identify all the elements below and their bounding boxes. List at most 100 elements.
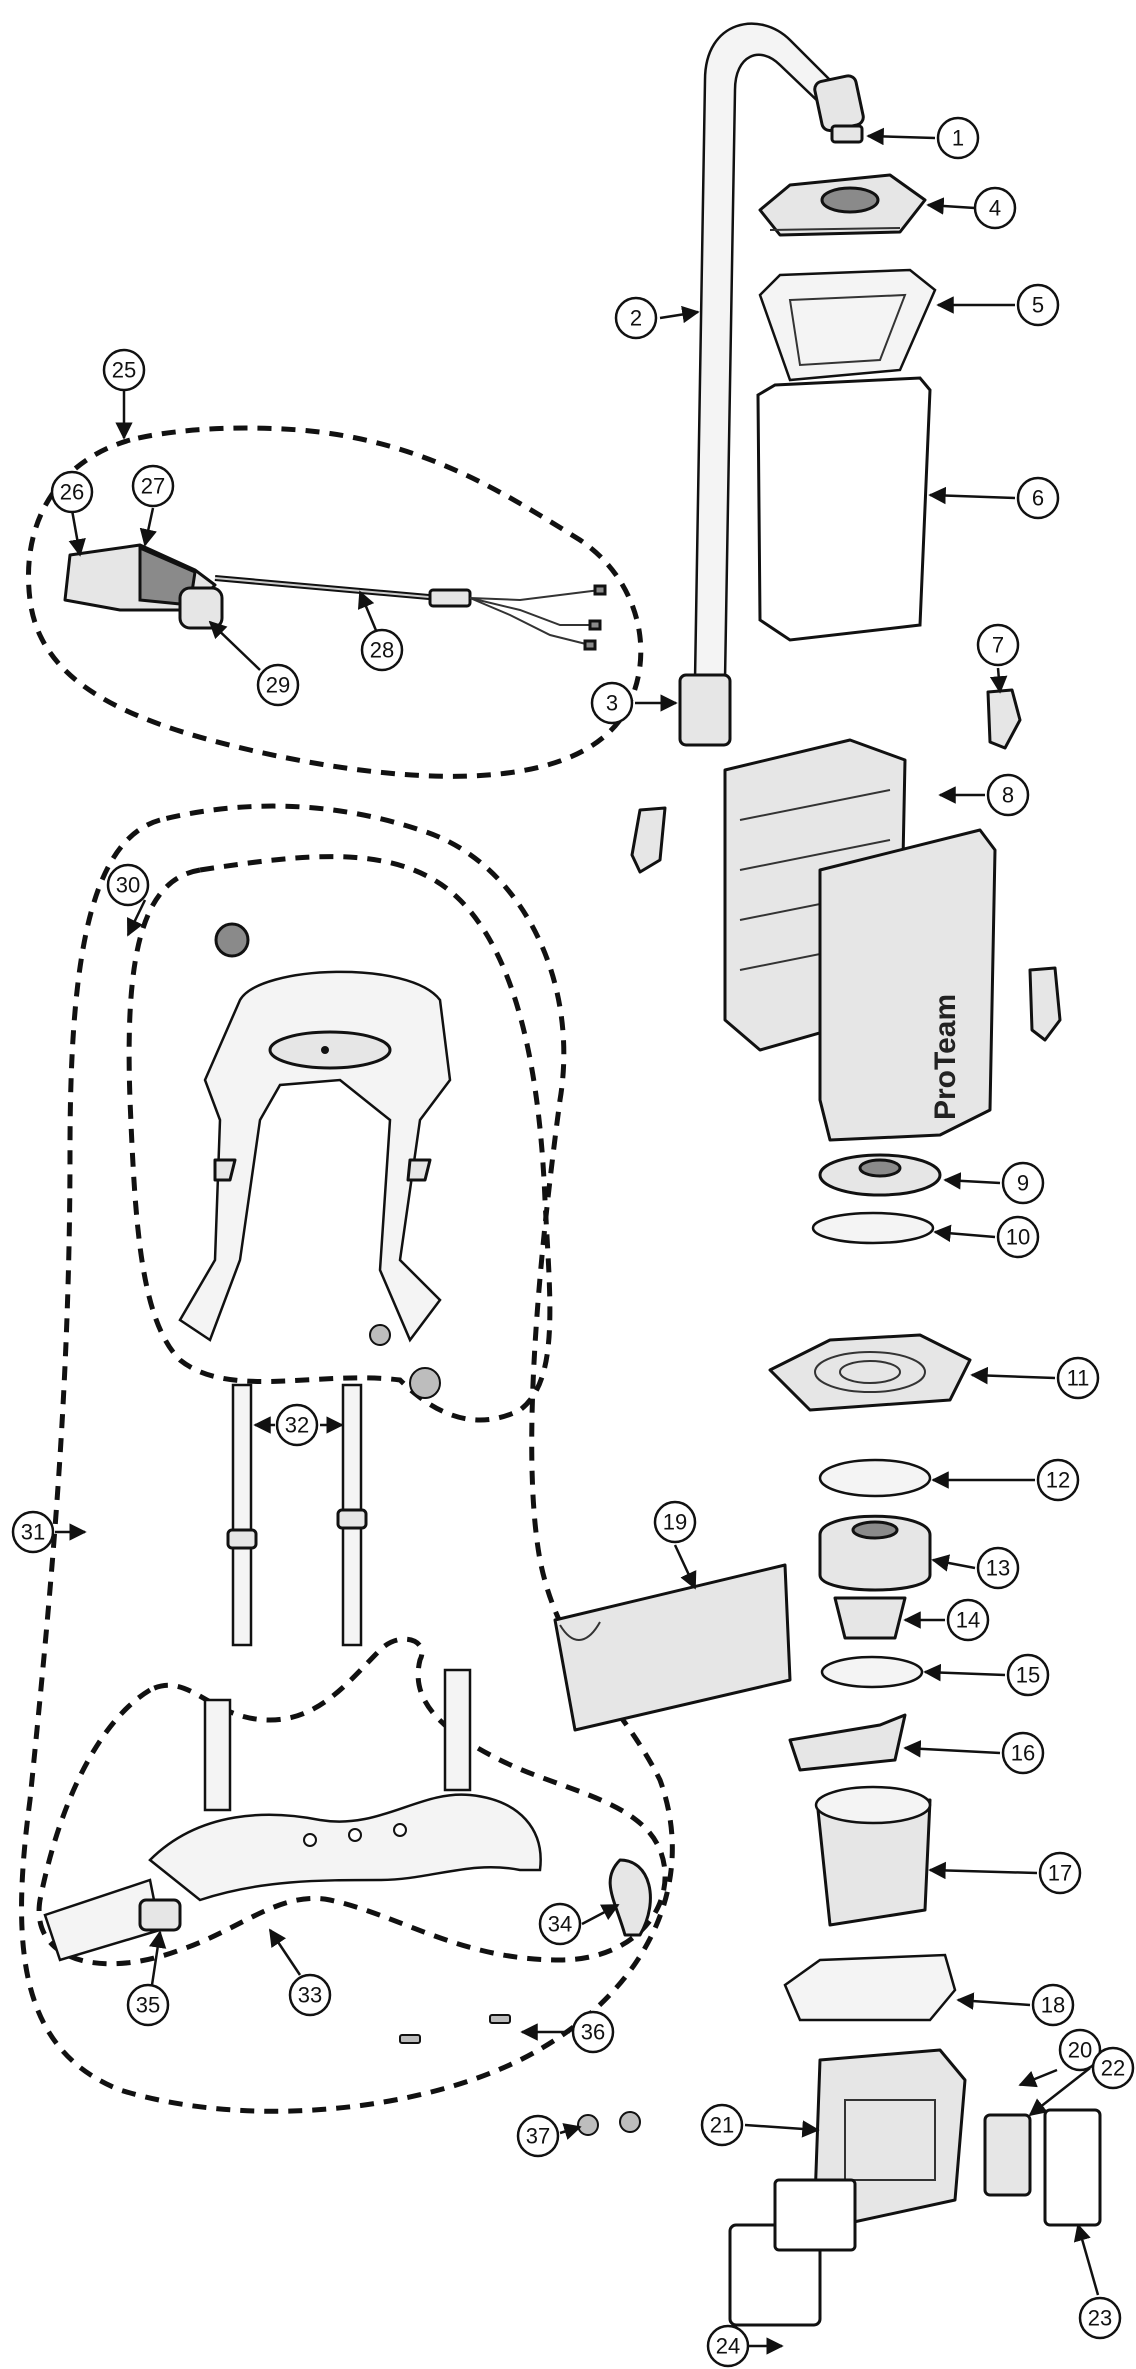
latch-left — [630, 806, 667, 874]
callout-circle — [976, 623, 1020, 667]
callout-number: 15 — [1016, 1663, 1040, 1688]
group-outline-25 — [26, 425, 644, 779]
callout-circle — [1016, 283, 1060, 327]
callout-17: 17 — [1038, 1851, 1082, 1895]
callout-3: 3 — [590, 681, 634, 725]
cover-18 — [783, 1953, 957, 2022]
callout-28: 28 — [360, 628, 404, 672]
motor-14 — [833, 1596, 907, 1640]
callout-number: 18 — [1041, 1993, 1065, 2018]
callout-number: 28 — [370, 638, 394, 663]
callout-2: 2 — [614, 296, 658, 340]
filter-22 — [983, 2113, 1032, 2197]
callout-32: 32 — [275, 1403, 319, 1447]
elbow-1 — [813, 74, 865, 133]
front-shell — [818, 828, 997, 1142]
housing: ProTeam — [630, 688, 1062, 1142]
callout-circle — [936, 116, 980, 160]
callout-circle — [1056, 1356, 1100, 1400]
callout-number: 31 — [21, 1520, 45, 1545]
callout-number: 10 — [1006, 1225, 1030, 1250]
callout-circle — [1031, 1983, 1075, 2027]
callout-30: 30 — [106, 863, 150, 907]
base-17 — [814, 1785, 932, 1927]
filter-bag-5 — [758, 268, 937, 382]
clip-34 — [608, 1858, 652, 1937]
gasket-12 — [818, 1458, 932, 1498]
strap-left-32 — [231, 1383, 253, 1647]
basket-6 — [756, 376, 932, 642]
callout-circle — [516, 2114, 560, 2158]
callout-number: 17 — [1048, 1861, 1072, 1886]
callout-circle — [256, 663, 300, 707]
group-outline-33 — [36, 1636, 668, 1967]
callout-37: 37 — [516, 2114, 560, 2158]
callout-circle — [1036, 1458, 1080, 1502]
callout-number: 29 — [266, 673, 290, 698]
callout-33: 33 — [288, 1973, 332, 2017]
bracket-16 — [788, 1713, 907, 1772]
callout-circle — [590, 681, 634, 725]
panel-19 — [553, 1563, 792, 1732]
callout-31: 31 — [11, 1510, 55, 1554]
callout-number: 22 — [1101, 2056, 1125, 2081]
gasket-10 — [811, 1211, 935, 1245]
callout-13: 13 — [976, 1546, 1020, 1590]
callout-35: 35 — [126, 1983, 170, 2027]
callout-circle — [976, 1546, 1020, 1590]
callout-29: 29 — [256, 663, 300, 707]
callout-number: 14 — [956, 1608, 980, 1633]
callout-circle — [50, 470, 94, 514]
callout-circle — [1001, 1731, 1045, 1775]
top-lid-4 — [758, 173, 927, 237]
callout-circle — [706, 2324, 750, 2368]
callout-number: 21 — [710, 2113, 734, 2138]
callout-circle — [973, 186, 1017, 230]
callout-circle — [1006, 1653, 1050, 1697]
callout-number: 6 — [1032, 486, 1044, 511]
callout-number: 9 — [1017, 1171, 1029, 1196]
callout-24: 24 — [706, 2324, 750, 2368]
gasket-15 — [820, 1655, 924, 1689]
callout-15: 15 — [1006, 1653, 1050, 1697]
callout-number: 2 — [630, 306, 642, 331]
callout-circle — [653, 1500, 697, 1544]
callout-labels: 1234567891011121314151617181920212223242… — [11, 116, 1135, 2368]
hose-wand — [678, 22, 865, 747]
callout-number: 26 — [60, 480, 84, 505]
callout-number: 5 — [1032, 293, 1044, 318]
callout-circle — [1038, 1851, 1082, 1895]
callout-number: 37 — [526, 2124, 550, 2149]
callout-number: 23 — [1088, 2306, 1112, 2331]
callout-23: 23 — [1078, 2296, 1122, 2340]
belt-strap-left — [203, 1698, 232, 1812]
callout-5: 5 — [1016, 283, 1060, 327]
callout-26: 26 — [50, 470, 94, 514]
callout-number: 27 — [141, 474, 165, 499]
cord-assembly — [63, 543, 607, 651]
callout-12: 12 — [1036, 1458, 1080, 1502]
filter-cover-23 — [1043, 2108, 1102, 2227]
callout-number: 3 — [606, 691, 618, 716]
callout-circle — [1016, 476, 1060, 520]
callout-circle — [11, 1510, 55, 1554]
callout-number: 13 — [986, 1556, 1010, 1581]
callout-number: 20 — [1068, 2038, 1092, 2063]
callout-number: 1 — [952, 126, 964, 151]
callout-34: 34 — [538, 1902, 582, 1946]
callout-number: 30 — [116, 873, 140, 898]
knob-top — [214, 922, 250, 958]
callout-number: 19 — [663, 1510, 687, 1535]
callout-number: 24 — [716, 2334, 740, 2359]
callout-circle — [126, 1983, 170, 2027]
harness-30 — [178, 922, 452, 1343]
callout-circle — [1078, 2296, 1122, 2340]
cord-strain-relief — [178, 586, 224, 630]
callout-circle — [131, 464, 175, 508]
callout-20: 20 — [1058, 2028, 1102, 2072]
callout-7: 7 — [976, 623, 1020, 667]
callout-1: 1 — [936, 116, 980, 160]
callout-number: 34 — [548, 1912, 572, 1937]
callout-25: 25 — [102, 348, 146, 392]
